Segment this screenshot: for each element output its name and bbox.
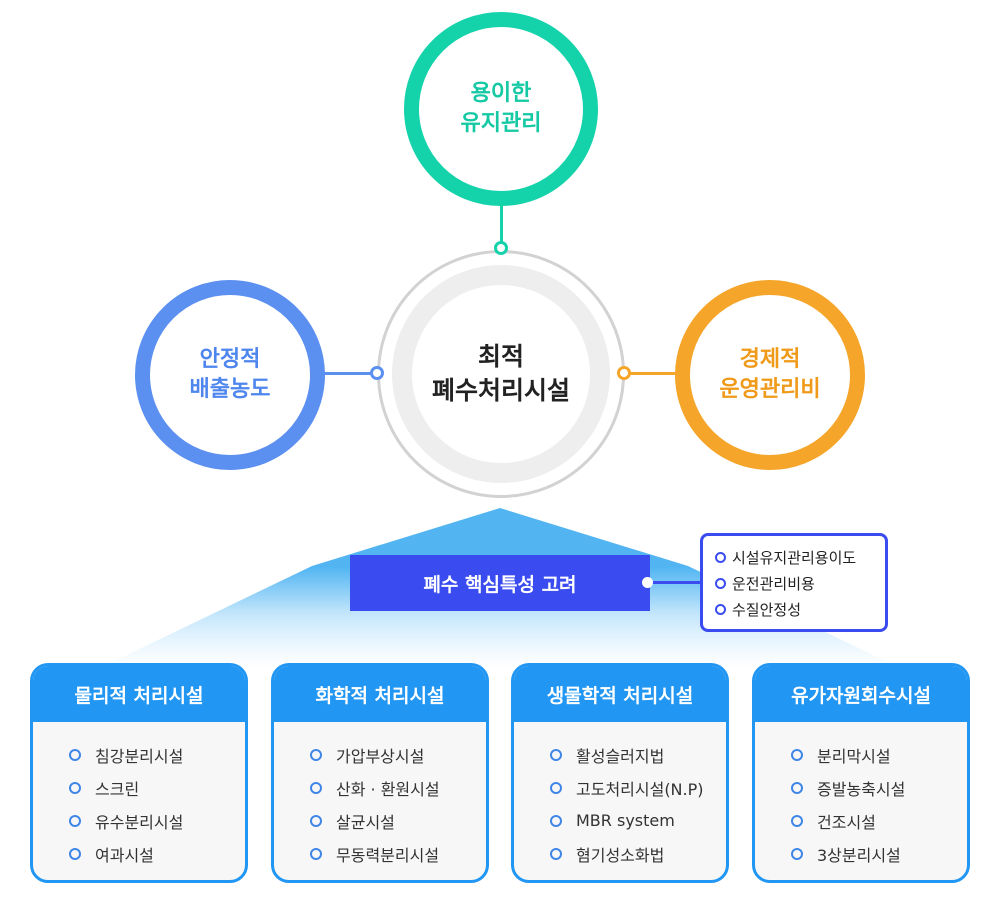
connector-banner	[650, 581, 702, 584]
list-item-label: 여과시설	[95, 845, 154, 865]
list-item-label: 3상분리시설	[817, 845, 901, 865]
connector-top	[500, 204, 503, 248]
list-item: 분리막시설	[791, 738, 967, 771]
circle-bullet-icon	[791, 781, 803, 794]
list-item-label: 유수분리시설	[95, 812, 184, 832]
arrow-head	[312, 508, 688, 566]
facility-card-biological: 생물학적 처리시설 활성슬러지법 고도처리시설(N.P) MBR system …	[511, 663, 729, 883]
facility-card-title: 생물학적 처리시설	[514, 666, 726, 722]
list-item: 여과시설	[69, 837, 245, 870]
list-item-label: 살균시설	[336, 812, 395, 832]
list-item: 활성슬러지법	[550, 738, 726, 771]
dot-banner	[642, 577, 653, 588]
center-circle: 최적 폐수처리시설	[412, 285, 590, 463]
list-item: 가압부상시설	[310, 738, 486, 771]
list-item: 무동력분리시설	[310, 837, 486, 870]
circle-left-line2: 배출농도	[189, 377, 271, 402]
consideration-label: 운전관리비용	[732, 574, 815, 593]
circle-bullet-icon	[310, 847, 322, 860]
dot-right	[617, 366, 631, 380]
circle-bullet-icon	[69, 748, 81, 761]
circle-right-line2: 운영관리비	[719, 377, 821, 402]
list-item-label: 스크린	[95, 779, 140, 799]
facility-card-resource-recovery: 유가자원회수시설 분리막시설 증발농축시설 건조시설 3상분리시설	[752, 663, 970, 883]
consideration-item: 운전관리비용	[715, 570, 885, 596]
core-characteristics-banner: 폐수 핵심특성 고려	[350, 555, 650, 611]
circle-bullet-icon	[310, 814, 322, 827]
circle-bullet-icon	[715, 551, 726, 563]
banner-label: 폐수 핵심특성 고려	[423, 573, 577, 596]
list-item-label: 분리막시설	[817, 746, 891, 766]
list-item-label: 증발농축시설	[817, 779, 906, 799]
list-item: MBR system	[550, 804, 726, 837]
list-item: 증발농축시설	[791, 771, 967, 804]
connector-left	[323, 372, 377, 375]
list-item: 스크린	[69, 771, 245, 804]
circle-top-line1: 용이한	[470, 81, 532, 107]
circle-bullet-icon	[310, 748, 322, 761]
circle-top-line2: 유지관리	[460, 111, 542, 136]
list-item-label: 침강분리시설	[95, 746, 184, 766]
list-item-label: 건조시설	[817, 812, 876, 832]
circle-bullet-icon	[791, 748, 803, 761]
list-item-label: 혐기성소화법	[576, 845, 665, 865]
circle-easy-maintenance: 용이한 유지관리	[404, 12, 598, 206]
consideration-item: 수질안정성	[715, 596, 885, 622]
circle-bullet-icon	[69, 781, 81, 794]
circle-bullet-icon	[715, 603, 726, 615]
circle-bullet-icon	[550, 781, 562, 794]
facility-card-title: 물리적 처리시설	[33, 666, 245, 722]
facility-card-physical: 물리적 처리시설 침강분리시설 스크린 유수분리시설 여과시설	[30, 663, 248, 883]
consideration-label: 시설유지관리용이도	[732, 548, 857, 567]
facility-card-title: 화학적 처리시설	[274, 666, 486, 722]
facility-card-chemical: 화학적 처리시설 가압부상시설 산화 · 환원시설 살균시설 무동력분리시설	[271, 663, 489, 883]
center-line2: 폐수처리시설	[431, 376, 570, 405]
list-item-label: MBR system	[576, 811, 675, 830]
circle-bullet-icon	[791, 814, 803, 827]
circle-bullet-icon	[715, 577, 726, 589]
circle-bullet-icon	[550, 748, 562, 761]
dot-top	[494, 241, 508, 255]
list-item: 고도처리시설(N.P)	[550, 771, 726, 804]
center-line1: 최적	[477, 342, 524, 372]
list-item: 침강분리시설	[69, 738, 245, 771]
dot-left	[370, 366, 384, 380]
circle-bullet-icon	[69, 814, 81, 827]
list-item: 3상분리시설	[791, 837, 967, 870]
circle-economic-operation: 경제적 운영관리비	[675, 280, 865, 470]
consideration-item: 시설유지관리용이도	[715, 544, 885, 570]
circle-bullet-icon	[550, 814, 562, 827]
list-item-label: 활성슬러지법	[576, 746, 665, 766]
list-item-label: 가압부상시설	[336, 746, 425, 766]
consideration-label: 수질안정성	[732, 600, 802, 619]
circle-bullet-icon	[550, 847, 562, 860]
list-item: 유수분리시설	[69, 804, 245, 837]
circle-bullet-icon	[310, 781, 322, 794]
circle-left-line1: 안정적	[199, 347, 261, 373]
list-item: 산화 · 환원시설	[310, 771, 486, 804]
facility-card-title: 유가자원회수시설	[755, 666, 967, 722]
circle-bullet-icon	[69, 847, 81, 860]
list-item: 혐기성소화법	[550, 837, 726, 870]
list-item-label: 무동력분리시설	[336, 845, 440, 865]
list-item-label: 고도처리시설(N.P)	[576, 779, 704, 799]
circle-bullet-icon	[791, 847, 803, 860]
connector-right	[625, 372, 677, 375]
circle-right-line1: 경제적	[739, 347, 801, 373]
list-item: 살균시설	[310, 804, 486, 837]
list-item-label: 산화 · 환원시설	[336, 779, 440, 799]
list-item: 건조시설	[791, 804, 967, 837]
circle-stable-discharge: 안정적 배출농도	[135, 280, 325, 470]
considerations-box: 시설유지관리용이도 운전관리비용 수질안정성	[700, 533, 888, 632]
